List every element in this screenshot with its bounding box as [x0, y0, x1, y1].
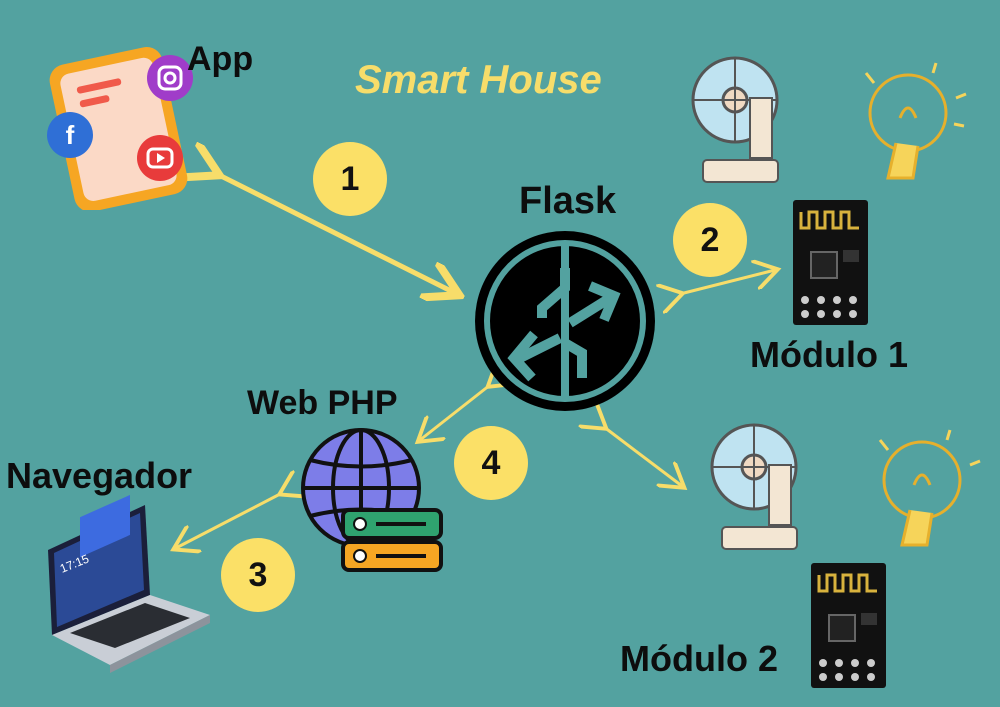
laptop-icon: 17:15	[48, 495, 210, 673]
arrow-webphp-navegador	[176, 493, 282, 548]
flask-label: Flask	[519, 180, 617, 222]
step-badge-2: 2	[673, 203, 747, 277]
modulo2-label: Módulo 2	[620, 638, 778, 679]
page-title: Smart House	[355, 58, 602, 102]
esp8266-module-icon	[793, 200, 868, 325]
web-php-label: Web PHP	[247, 384, 398, 422]
fan-icon	[710, 423, 798, 550]
fan-icon	[691, 56, 779, 183]
esp8266-module-icon	[811, 563, 886, 688]
light-bulb-icon	[878, 429, 981, 547]
step-badge-4: 4	[454, 426, 528, 500]
step-badge-3: 3	[221, 538, 295, 612]
arrow-flask-modulo2	[604, 427, 682, 486]
app-label: App	[187, 40, 254, 78]
step-badge-1: 1	[313, 142, 387, 216]
arrow-app-flask	[215, 173, 455, 293]
flask-logo-icon	[475, 231, 655, 411]
light-bulb-icon	[864, 62, 967, 180]
modulo1-label: Módulo 1	[750, 334, 908, 375]
navegador-label: Navegador	[6, 455, 193, 496]
arrow-flask-webphp	[420, 385, 490, 440]
svg-text:f: f	[66, 120, 75, 150]
smartphone-social-apps-icon: f	[47, 47, 193, 210]
globe-server-icon	[301, 428, 443, 572]
arrow-flask-modulo1	[680, 270, 775, 294]
